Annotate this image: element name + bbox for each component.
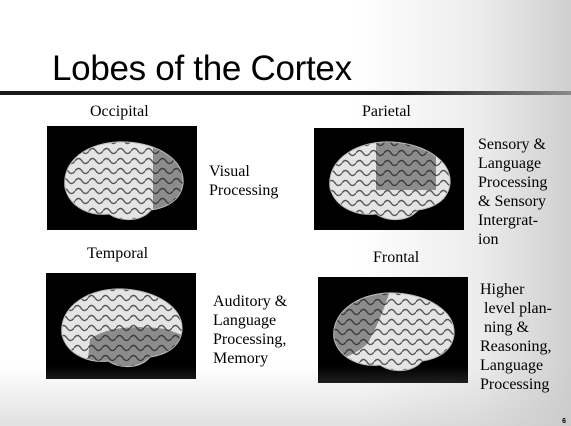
page-number: 6 <box>562 418 566 425</box>
parietal-brain-image <box>314 128 464 230</box>
description-line: Auditory & <box>213 293 288 310</box>
temporal-brain-image <box>46 273 196 379</box>
description-line: Language <box>213 312 277 329</box>
occipital-label: Occipital <box>90 103 149 120</box>
description-line: Higher <box>480 281 525 298</box>
description-line: & Sensory <box>478 193 546 210</box>
description-line: level plan- <box>484 300 552 317</box>
frontal-brain-image <box>318 277 468 383</box>
description-line: Reasoning, <box>480 338 552 355</box>
description-line: Processing <box>209 182 279 199</box>
title-divider <box>0 91 571 95</box>
occipital-brain-image <box>47 126 197 230</box>
parietal-label: Parietal <box>362 103 411 120</box>
description-line: Intergrat- <box>478 212 539 229</box>
temporal-label: Temporal <box>87 245 149 262</box>
description-line: Processing <box>480 376 550 393</box>
description-line: Language <box>480 357 544 374</box>
description-line: Processing <box>478 174 548 191</box>
occipital-description: Visual Processing <box>209 162 278 200</box>
temporal-description: Auditory & Language Processing, Memory <box>213 292 287 368</box>
parietal-description: Sensory & Language Processing & Sensory … <box>478 135 547 249</box>
description-line: Sensory & <box>478 136 546 153</box>
slide-title: Lobes of the Cortex <box>52 49 352 88</box>
description-line: Visual <box>209 163 250 180</box>
description-line: Language <box>478 155 542 172</box>
frontal-label: Frontal <box>373 249 420 266</box>
description-line: ion <box>478 231 499 248</box>
description-line: ning & <box>484 319 529 336</box>
description-line: Memory <box>213 350 269 367</box>
frontal-description: Higher level plan- ning & Reasoning, Lan… <box>480 280 552 394</box>
description-line: Processing, <box>213 331 287 348</box>
